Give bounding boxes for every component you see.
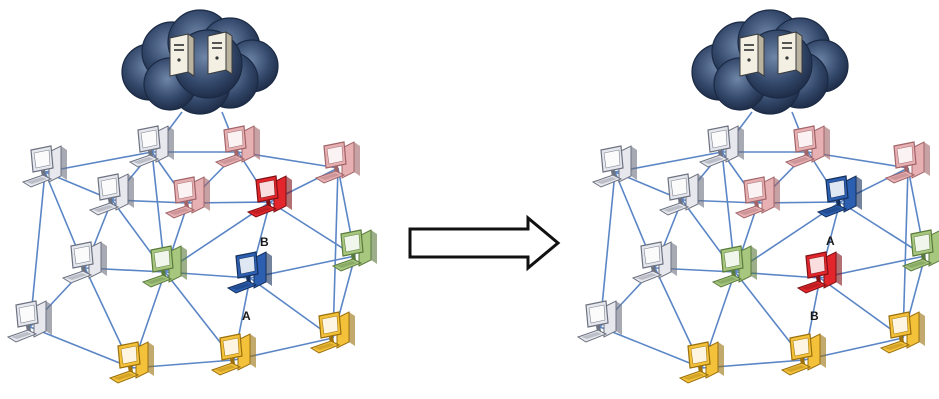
desktop-computer-icon	[658, 173, 704, 216]
desktop-computer-icon	[61, 241, 107, 284]
desktop-computer-icon	[314, 141, 360, 184]
desktop-computer-icon	[884, 141, 930, 184]
right-arrow-icon	[408, 214, 561, 272]
desktop-computer-icon	[164, 176, 210, 219]
desktop-computer-icon	[210, 333, 256, 376]
desktop-computer-icon	[214, 125, 260, 168]
desktop-computer-icon	[21, 145, 67, 188]
node-label-b: B	[810, 309, 819, 323]
desktop-computer-icon	[591, 145, 637, 188]
link-layer	[599, 111, 926, 369]
desktop-computer-icon	[108, 341, 154, 384]
desktop-computer-icon	[780, 333, 826, 376]
network-link	[269, 201, 356, 257]
network-link	[819, 277, 904, 339]
node-label-a: A	[826, 234, 835, 248]
after-network: A B	[576, 9, 939, 384]
desktop-computer-icon	[141, 245, 187, 288]
cloud-icon	[121, 9, 279, 115]
server-icon	[169, 33, 195, 77]
network-link	[249, 277, 334, 339]
desktop-computer-icon	[784, 125, 830, 168]
cloud-icon	[691, 9, 849, 115]
desktop-computer-icon	[698, 125, 744, 168]
desktop-computer-icon	[796, 251, 842, 294]
before-network: B A	[6, 9, 377, 384]
desktop-computer-icon	[88, 173, 134, 216]
network-link	[902, 167, 909, 339]
desktop-computer-icon	[901, 229, 939, 272]
network-link	[599, 326, 703, 369]
node-label-a: A	[242, 309, 251, 323]
network-link	[29, 326, 133, 369]
desktop-computer-icon	[309, 311, 355, 354]
desktop-computer-icon	[246, 175, 292, 218]
server-icon	[739, 33, 765, 77]
computer-layer	[576, 125, 939, 384]
desktop-computer-icon	[631, 241, 677, 284]
desktop-computer-icon	[879, 311, 925, 354]
desktop-computer-icon	[816, 175, 862, 218]
desktop-computer-icon	[678, 341, 724, 384]
desktop-computer-icon	[226, 251, 272, 294]
link-layer	[29, 111, 356, 369]
desktop-computer-icon	[128, 125, 174, 168]
desktop-computer-icon	[734, 176, 780, 219]
desktop-computer-icon	[576, 300, 622, 343]
network-link	[839, 201, 926, 257]
desktop-computer-icon	[331, 229, 377, 272]
network-link	[332, 167, 339, 339]
node-label-b: B	[260, 235, 269, 249]
computer-layer	[6, 125, 377, 384]
desktop-computer-icon	[6, 300, 52, 343]
server-icon	[207, 31, 233, 75]
server-icon	[777, 31, 803, 75]
desktop-computer-icon	[711, 245, 757, 288]
